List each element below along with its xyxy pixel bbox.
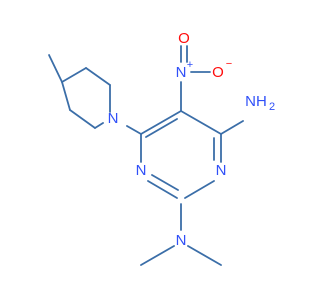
bond-c2-n1-inner bbox=[151, 174, 179, 191]
bond-c5-c6-inner bbox=[145, 118, 178, 138]
atom-ring-N-right: N bbox=[216, 162, 227, 179]
bond-c5p-c6p bbox=[69, 109, 96, 129]
atom-nitro-O-right: O bbox=[212, 64, 224, 81]
atom-ring-N-left: N bbox=[136, 162, 147, 179]
bond-c4-nh2 bbox=[220, 120, 244, 135]
bond-c3p-c4p bbox=[61, 67, 87, 83]
molecule-structure: N + O O − NH 2 N N N N bbox=[48, 30, 275, 266]
bond-nme2-me-right bbox=[187, 245, 222, 266]
atom-nitro-N-charge: + bbox=[187, 59, 193, 71]
bond-c4p-methyl bbox=[48, 54, 63, 83]
bonds bbox=[48, 45, 244, 266]
atom-nitro-O-top: O bbox=[178, 30, 190, 47]
bond-c5-c6 bbox=[140, 110, 182, 135]
bond-c5-c4 bbox=[180, 110, 222, 135]
bond-c2p-c3p bbox=[85, 67, 111, 86]
atom-dimethylamino-N: N bbox=[176, 232, 187, 249]
atom-nitro-O-charge: − bbox=[226, 58, 232, 70]
bond-c4p-c5p bbox=[61, 81, 71, 111]
bond-c6p-pipN bbox=[94, 122, 104, 129]
bond-n3-c2 bbox=[184, 180, 215, 199]
bond-nme2-me-left bbox=[140, 245, 175, 266]
molecule-canvas: N + O O − NH 2 N N N N bbox=[48, 30, 275, 266]
atom-amine-NH: NH bbox=[245, 93, 267, 110]
atom-piperidine-N: N bbox=[108, 110, 119, 127]
atom-labels: N + O O − NH 2 N N N N bbox=[108, 30, 275, 249]
atom-amine-NH2-sub: 2 bbox=[269, 101, 275, 113]
bond-c6-pipN bbox=[126, 125, 142, 135]
bond-c2-n1 bbox=[147, 180, 178, 199]
atom-nitro-N: N bbox=[176, 64, 187, 81]
